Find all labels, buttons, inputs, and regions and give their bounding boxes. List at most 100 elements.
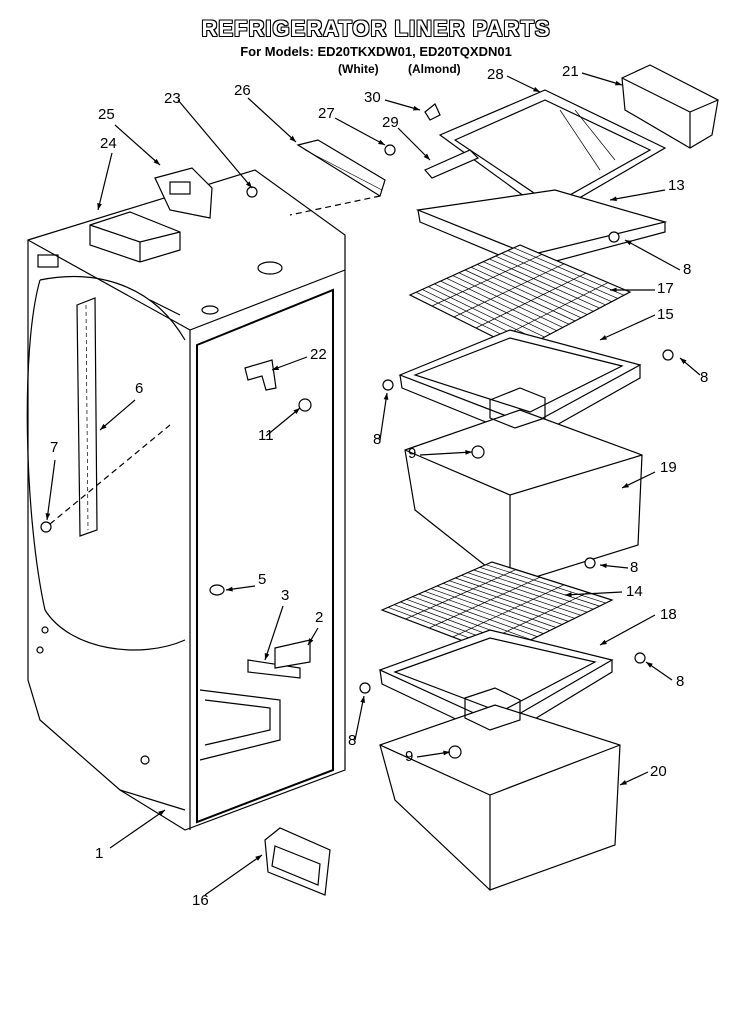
callout-6: 6 (135, 380, 143, 397)
callout-27: 27 (318, 105, 335, 122)
leader-line (397, 127, 431, 161)
leader-arrowhead (610, 287, 617, 293)
leader-line (46, 459, 56, 521)
leader-line (204, 854, 263, 896)
leader-line (599, 614, 656, 646)
callout-15: 15 (657, 306, 674, 323)
wire-shelf-14 (380, 561, 614, 656)
crisper-drawer-20 (379, 687, 621, 891)
callout-24: 24 (100, 135, 117, 152)
leader-line (264, 605, 284, 661)
screw-8e (359, 682, 371, 694)
callout-8: 8 (348, 732, 356, 749)
screw-11 (298, 398, 312, 412)
callout-30: 30 (364, 89, 381, 106)
leader-line (97, 152, 113, 211)
leader-arrowhead (600, 639, 607, 645)
crisper-drawer-19 (404, 387, 643, 586)
leader-arrowhead (625, 240, 632, 246)
leader-arrowhead (680, 358, 687, 365)
leader-line (247, 97, 297, 143)
leader-arrowhead (153, 158, 160, 165)
models-line: For Models: ED20TKXDW01, ED20TQXDN01 (240, 44, 512, 59)
screw-8f (634, 652, 646, 664)
leader-arrowhead (264, 653, 270, 660)
callout-13: 13 (668, 177, 685, 194)
switch-2 (274, 639, 311, 669)
leader-arrowhead (158, 810, 165, 816)
leader-arrowhead (622, 482, 629, 488)
callout-3: 3 (281, 587, 289, 604)
glide-9a (471, 445, 485, 459)
leader-line (265, 407, 301, 437)
cover-16 (264, 827, 331, 896)
callout-17: 17 (657, 280, 674, 297)
leader-arrowhead (600, 563, 607, 569)
callout-25: 25 (98, 106, 115, 123)
leader-arrowhead (308, 638, 314, 645)
callout-8: 8 (683, 261, 691, 278)
leader-arrowhead (226, 586, 233, 592)
trim-strip-26 (289, 139, 386, 216)
screw-23 (246, 186, 258, 198)
callout-8: 8 (700, 369, 708, 386)
callout-9: 9 (405, 748, 413, 765)
leader-arrowhead (423, 153, 430, 160)
leader-arrowhead (97, 203, 102, 210)
clip-30 (424, 103, 441, 121)
leader-arrowhead (100, 423, 107, 430)
leader-arrowhead (360, 696, 366, 703)
callout-20: 20 (650, 763, 667, 780)
callout-14: 14 (626, 583, 643, 600)
bracket-22 (244, 359, 277, 391)
leader-line (379, 392, 388, 441)
leader-line (177, 99, 253, 189)
plug-5 (209, 584, 225, 596)
leader-arrowhead (413, 105, 420, 111)
leader-arrowhead (383, 393, 389, 400)
shelf-rail (76, 297, 98, 537)
leader-arrowhead (646, 662, 653, 668)
callout-23: 23 (164, 90, 181, 107)
glide-9b (448, 745, 462, 759)
liner-cabinet (26, 169, 346, 831)
screw-8c (662, 349, 674, 361)
callout-11: 11 (258, 427, 274, 444)
leader-arrowhead (255, 855, 262, 861)
callout-2: 2 (315, 609, 323, 626)
leader-line (109, 809, 166, 849)
leader-arrowhead (272, 365, 279, 370)
leader-arrowhead (245, 181, 252, 188)
leader-arrowhead (289, 135, 296, 142)
callout-16: 16 (192, 892, 209, 909)
screw-27 (384, 144, 396, 156)
finish-almond: (Almond) (408, 62, 461, 76)
leader-line (624, 239, 681, 271)
leader-arrowhead (443, 750, 450, 756)
leader-line (609, 189, 666, 201)
leader-arrowhead (378, 139, 385, 145)
leader-arrowhead (293, 408, 300, 415)
leader-line (599, 314, 656, 341)
leader-arrowhead (610, 196, 617, 202)
leader-arrowhead (45, 513, 51, 520)
leader-arrowhead (620, 780, 627, 785)
callout-26: 26 (234, 82, 251, 99)
callout-21: 21 (562, 63, 579, 80)
bracket-25 (154, 167, 213, 219)
leader-line (99, 399, 136, 431)
leader-line (564, 591, 623, 596)
callout-29: 29 (382, 114, 399, 131)
leader-line (419, 451, 473, 456)
leader-line (334, 117, 386, 146)
callout-1: 1 (95, 845, 103, 862)
screw-8b (382, 379, 394, 391)
wire-shelf-17 (408, 244, 632, 351)
door-bin-21 (621, 64, 719, 149)
callout-8: 8 (373, 431, 381, 448)
control-housing-24 (89, 211, 181, 263)
leader-line (114, 124, 161, 166)
leader-line (581, 72, 623, 86)
shelf-frame-28 (438, 89, 667, 216)
